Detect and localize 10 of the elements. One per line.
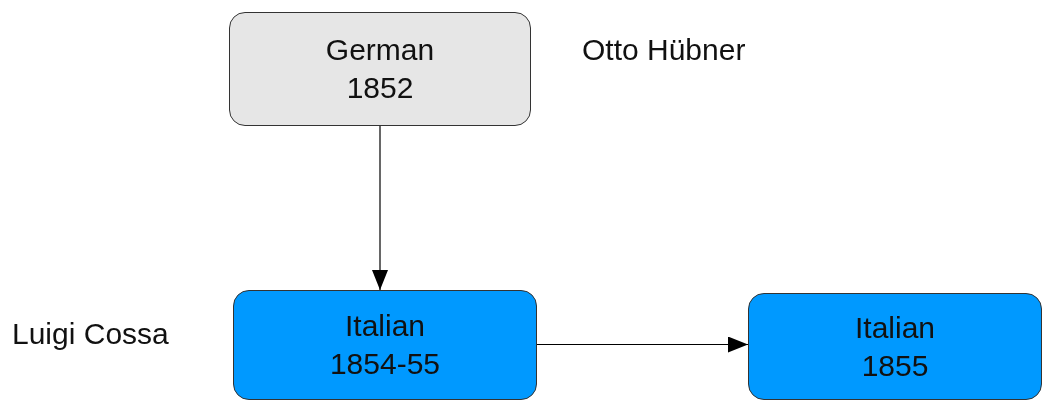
person-name: Luigi Cossa	[12, 316, 169, 352]
box-label: Italian 1855	[853, 309, 937, 384]
person-name: Otto Hübner	[582, 32, 746, 68]
process-box	[748, 293, 1042, 400]
box-label: Italian 1854-55	[328, 308, 442, 382]
box-label: German 1852	[324, 32, 436, 106]
process-box	[233, 290, 537, 400]
process-box	[229, 12, 531, 126]
arrow	[536, 336, 749, 353]
arrow	[372, 125, 388, 291]
